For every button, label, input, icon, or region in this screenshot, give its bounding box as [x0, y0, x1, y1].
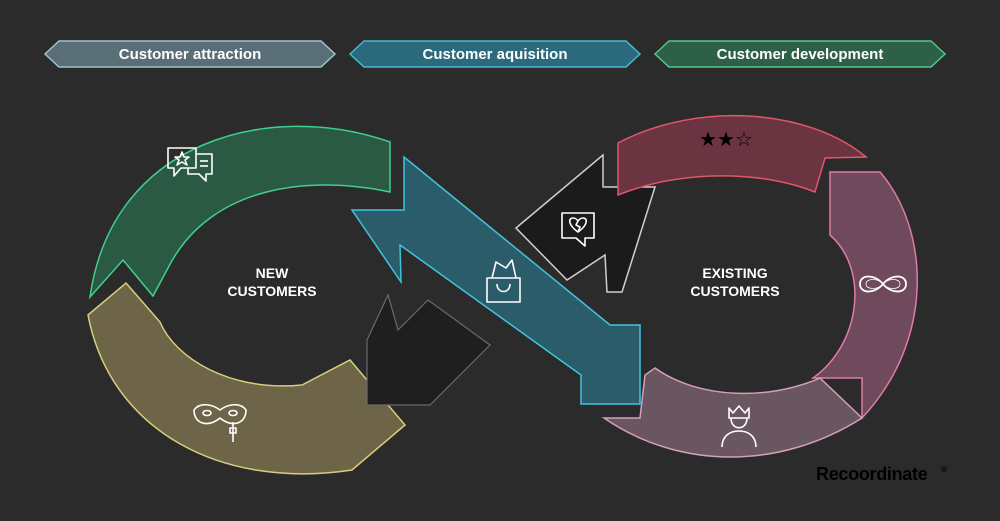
broken-heart-chat-icon [561, 212, 595, 247]
banner-customer-attraction: Customer attraction [43, 40, 337, 68]
existing-customers-line1: EXISTING [702, 265, 767, 281]
banner-label: Customer attraction [119, 46, 262, 63]
star-rating-icon: ★★☆ [699, 127, 753, 151]
infinity-icon [859, 275, 907, 293]
retention-segment [87, 281, 407, 475]
banner-label: Customer aquisition [422, 46, 567, 63]
loyalty-segment [810, 171, 918, 420]
new-customers-line1: NEW [256, 265, 289, 281]
attraction-segment [88, 125, 391, 300]
banner-customer-aquisition: Customer aquisition [348, 40, 642, 68]
mask-icon [193, 403, 247, 442]
banner-label: Customer development [717, 46, 884, 63]
shopping-bag-icon [486, 259, 521, 303]
king-icon [721, 405, 757, 448]
banner-customer-development: Customer development [653, 40, 947, 68]
existing-customers-line2: CUSTOMERS [690, 283, 779, 299]
recoordinate-logo: Recoordinate ® [816, 464, 947, 484]
logo-mark: ® [941, 465, 947, 474]
review-chat-icon [167, 147, 213, 182]
new-customers-line2: CUSTOMERS [227, 283, 316, 299]
acquisition-segment [350, 155, 641, 405]
rating-segment [617, 114, 869, 197]
logo-text: Recoordinate [816, 464, 928, 484]
reentry-segment [366, 293, 491, 406]
